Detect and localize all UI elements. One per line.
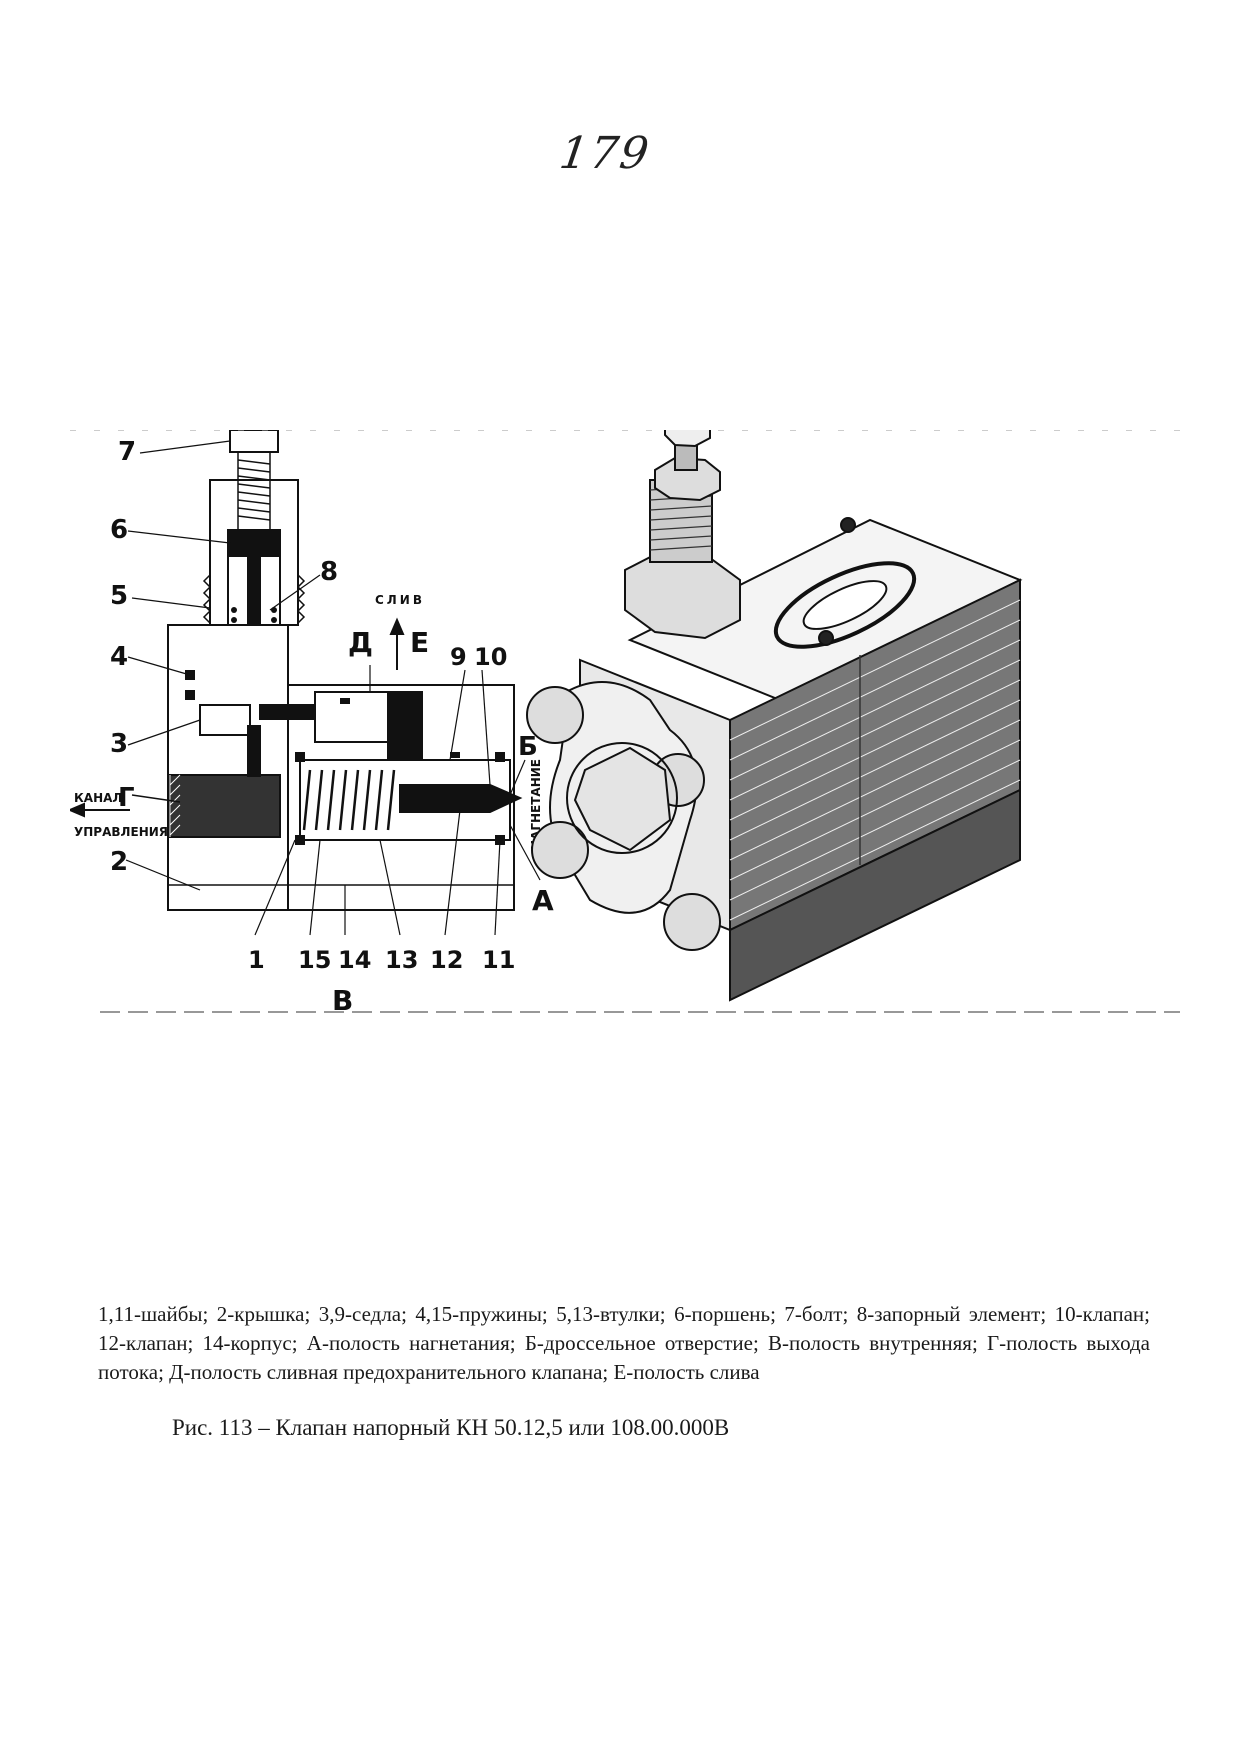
cover-body bbox=[167, 624, 289, 911]
cavity-e bbox=[387, 691, 423, 768]
label-13: 13 bbox=[385, 946, 418, 974]
sleeve-thread-right bbox=[296, 574, 306, 624]
leader-lines bbox=[125, 440, 541, 936]
label-A: А bbox=[532, 884, 554, 917]
label-D: Д bbox=[348, 626, 373, 659]
label-4: 4 bbox=[110, 642, 128, 672]
spring-15 bbox=[302, 769, 396, 831]
figure-caption: Рис. 113 – Клапан напорный КН 50.12,5 ил… bbox=[172, 1415, 730, 1440]
isometric-view bbox=[526, 430, 1023, 1002]
label-2: 2 bbox=[110, 847, 128, 877]
hex-boss bbox=[624, 550, 741, 640]
flange-bolt-4 bbox=[663, 893, 721, 951]
label-15: 15 bbox=[298, 946, 331, 974]
bolt-head bbox=[229, 430, 279, 453]
central-plug-ring bbox=[566, 742, 678, 854]
top-hole-2 bbox=[818, 630, 834, 646]
flange-bolt-3 bbox=[531, 821, 589, 879]
channel-thread bbox=[169, 774, 181, 837]
label-kanal: КАНАЛ bbox=[74, 791, 122, 805]
label-8: 8 bbox=[320, 557, 338, 587]
port-opening bbox=[802, 580, 888, 630]
label-G: Г bbox=[118, 783, 135, 813]
label-11: 11 bbox=[482, 946, 515, 974]
drain-arrow bbox=[389, 617, 405, 670]
port-ring bbox=[773, 561, 917, 649]
iso-bolt-head bbox=[664, 430, 711, 448]
label-E: Е bbox=[410, 626, 429, 659]
label-sliv: СЛИВ bbox=[375, 593, 425, 607]
label-3: 3 bbox=[110, 729, 128, 759]
label-1: 1 bbox=[248, 946, 265, 974]
label-14: 14 bbox=[338, 946, 371, 974]
label-7: 7 bbox=[118, 437, 136, 467]
sleeve-outer bbox=[209, 479, 299, 626]
valve-plunger bbox=[399, 784, 523, 813]
top-hole-1 bbox=[840, 517, 856, 533]
valve-drawing: 7 6 5 4 3 2 8 9 10 Д Е СЛИВ Б НАГНЕТАНИЕ… bbox=[70, 430, 1180, 1017]
label-12: 12 bbox=[430, 946, 463, 974]
label-V: В bbox=[332, 984, 353, 1017]
figure-legend: 1,11-шайбы; 2-крышка; 3,9-седла; 4,15-пр… bbox=[98, 1302, 1150, 1384]
central-plug bbox=[573, 746, 672, 852]
label-5: 5 bbox=[110, 581, 128, 611]
side-hatching bbox=[729, 599, 1021, 921]
label-B: Б bbox=[518, 732, 538, 762]
vertical-passage bbox=[247, 725, 261, 777]
label-nagnetanie: НАГНЕТАНИЕ bbox=[529, 759, 543, 850]
seat-3 bbox=[199, 704, 251, 736]
piston bbox=[227, 529, 281, 557]
flange-bolt-1 bbox=[526, 686, 584, 744]
control-channel bbox=[169, 774, 281, 838]
control-arrow bbox=[70, 794, 181, 818]
valve-figure: 7 6 5 4 3 2 8 9 10 Д Е СЛИВ Б НАГНЕТАНИЕ… bbox=[70, 430, 1180, 1150]
page-number: 179 bbox=[556, 128, 654, 179]
label-upravleniya: УПРАВЛЕНИЯ bbox=[74, 825, 168, 839]
label-10: 10 bbox=[474, 643, 507, 671]
lower-block bbox=[729, 788, 1021, 1002]
label-9: 9 bbox=[450, 643, 467, 671]
sectional-view bbox=[70, 430, 541, 936]
sleeve-thread-left bbox=[202, 574, 212, 624]
label-6: 6 bbox=[110, 515, 128, 545]
bolt-thread bbox=[237, 452, 271, 530]
